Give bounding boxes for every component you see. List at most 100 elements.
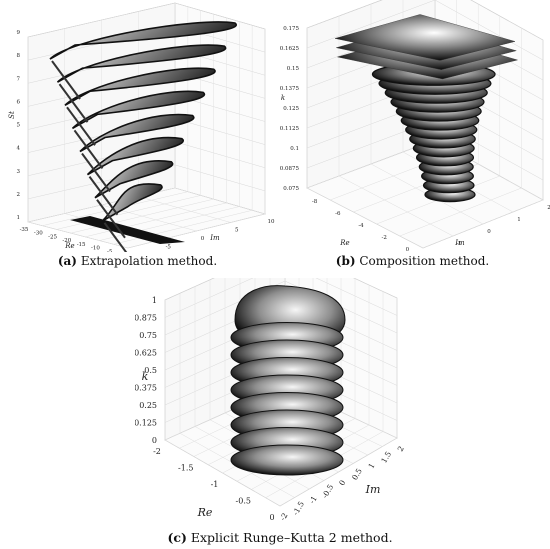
a-ztick-2: 2 — [17, 192, 21, 198]
a-ztick-7: 7 — [17, 76, 21, 82]
b-ztick-0.1375: 0.1375 — [280, 86, 300, 92]
b-layer-0.175 — [334, 14, 516, 61]
b-xtick--2: -2 — [382, 235, 387, 241]
a-xtick--5: -5 — [107, 249, 113, 252]
a-ztick-5: 5 — [17, 123, 21, 129]
a-layer-stem-5 — [81, 152, 111, 193]
a-layer-2 — [101, 183, 163, 222]
b-xtick--4: -4 — [358, 223, 364, 229]
a-layer-stem-2 — [103, 222, 128, 252]
b-ytick-1: 1 — [517, 217, 521, 223]
a-ytick-10: 10 — [268, 219, 275, 225]
b-ztick-0.0875: 0.0875 — [280, 166, 300, 172]
caption-b-text: Composition method. — [359, 254, 490, 268]
b-xlabel: Re — [339, 239, 349, 247]
b-zgrid — [306, 0, 544, 41]
caption-a-label: (a) — [57, 254, 77, 268]
c-xtick--0.5: -0.5 — [236, 497, 251, 506]
b-ztick-0.175: 0.175 — [283, 26, 299, 32]
a-ytick--5: -5 — [166, 245, 172, 251]
c-ytick--1.5: -1.5 — [291, 500, 306, 517]
c-ztick-0.375: 0.375 — [135, 384, 157, 393]
c-ztick-1: 1 — [152, 296, 157, 305]
a-ylabel: Im — [209, 234, 220, 242]
caption-c-label: (c) — [167, 530, 187, 545]
a-xtick--35: -35 — [20, 227, 29, 233]
c-ztick-0.5: 0.5 — [144, 366, 157, 375]
a-ygrid — [27, 221, 129, 249]
c-ylabel: Im — [365, 483, 381, 496]
c-ztick-0.125: 0.125 — [135, 419, 157, 428]
a-ztick-9: 9 — [17, 30, 21, 36]
c-xtick--1: -1 — [211, 480, 219, 489]
a-layer-9 — [49, 21, 237, 60]
a-xtick--15: -15 — [77, 242, 86, 248]
a-ztick-8: 8 — [17, 53, 21, 59]
c-ztick-0.25: 0.25 — [139, 401, 157, 410]
c-zlabel: k — [142, 370, 149, 383]
a-layer-stem-8 — [58, 83, 89, 123]
c-ztick-0.75: 0.75 — [139, 331, 157, 340]
panel-a: 123456789St-35-30-25-20-15-10-50Re-10-50… — [0, 0, 275, 272]
c-zgrid — [164, 278, 398, 301]
caption-a: (a) Extrapolation method. — [0, 254, 275, 268]
b-ztick-0.1: 0.1 — [290, 146, 299, 152]
c-ytick-0: 0 — [337, 478, 347, 487]
a-xtick--25: -25 — [48, 234, 57, 240]
a-ytick-0: 0 — [201, 236, 205, 242]
c-xtick-0: 0 — [269, 513, 274, 522]
a-ytick-5: 5 — [235, 228, 239, 234]
caption-a-text: Extrapolation method. — [80, 254, 218, 268]
c-ytick-0.5: 0.5 — [350, 467, 364, 482]
caption-b-label: (b) — [335, 254, 356, 268]
c-ytick--0.5: -0.5 — [320, 483, 335, 500]
a-layer-4 — [86, 136, 185, 176]
a-layer-7 — [64, 67, 216, 106]
a-layer-8 — [56, 44, 227, 83]
a-layer-1 — [70, 216, 185, 244]
b-ytick--1: -1 — [456, 241, 461, 247]
a-layer-stem-4 — [88, 176, 119, 216]
a-ztick-4: 4 — [17, 146, 21, 152]
a-layer-5 — [79, 113, 195, 153]
chart-b-plot: 0.0750.08750.10.11250.1250.13750.150.162… — [280, 0, 550, 252]
a-ztick-6: 6 — [17, 99, 21, 105]
c-ygrid — [164, 439, 281, 507]
b-ztick-0.125: 0.125 — [283, 106, 299, 112]
b-ztick-0.075: 0.075 — [283, 186, 299, 192]
c-xlabel: Re — [197, 506, 213, 519]
a-layer-stem-9 — [51, 60, 81, 100]
chart-a-plot: 123456789St-35-30-25-20-15-10-50Re-10-50… — [8, 2, 275, 252]
a-ygrid — [174, 187, 266, 215]
b-xtick--6: -6 — [335, 211, 341, 217]
a-xtick--10: -10 — [91, 246, 100, 252]
a-xtick--20: -20 — [62, 238, 71, 244]
c-ytick-2: 2 — [396, 444, 406, 453]
b-xtick--8: -8 — [312, 199, 318, 205]
b-ylabel: Im — [454, 239, 465, 247]
a-ztick-1: 1 — [17, 215, 21, 221]
b-ytick-0: 0 — [487, 229, 491, 235]
a-xlabel: Re — [64, 242, 74, 250]
a-layer-stem-3 — [96, 199, 126, 239]
a-ygrid — [138, 196, 231, 223]
chart-c-plot: 00.1250.250.3750.50.6250.750.8751k-2-1.5… — [135, 278, 406, 522]
b-ygrid — [306, 187, 424, 249]
b-ztick-0.1125: 0.1125 — [280, 126, 300, 132]
c-ztick-0: 0 — [152, 436, 157, 445]
c-ztick-0.625: 0.625 — [135, 349, 157, 358]
a-zlabel: St — [8, 111, 16, 119]
b-zlabel: k — [281, 94, 285, 102]
a-layer-stem-7 — [66, 106, 96, 146]
caption-c: (c) Explicit Runge–Kutta 2 method. — [135, 530, 425, 545]
b-xtick-0: 0 — [406, 247, 410, 252]
b-ygrid — [338, 175, 454, 237]
b-ztick-0.15: 0.15 — [287, 66, 300, 72]
caption-b: (b) Composition method. — [275, 254, 550, 268]
c-ytick-1: 1 — [366, 461, 376, 470]
b-ytick-2: 2 — [547, 205, 550, 211]
a-layer-3 — [94, 159, 174, 199]
a-xtick--30: -30 — [34, 231, 43, 237]
